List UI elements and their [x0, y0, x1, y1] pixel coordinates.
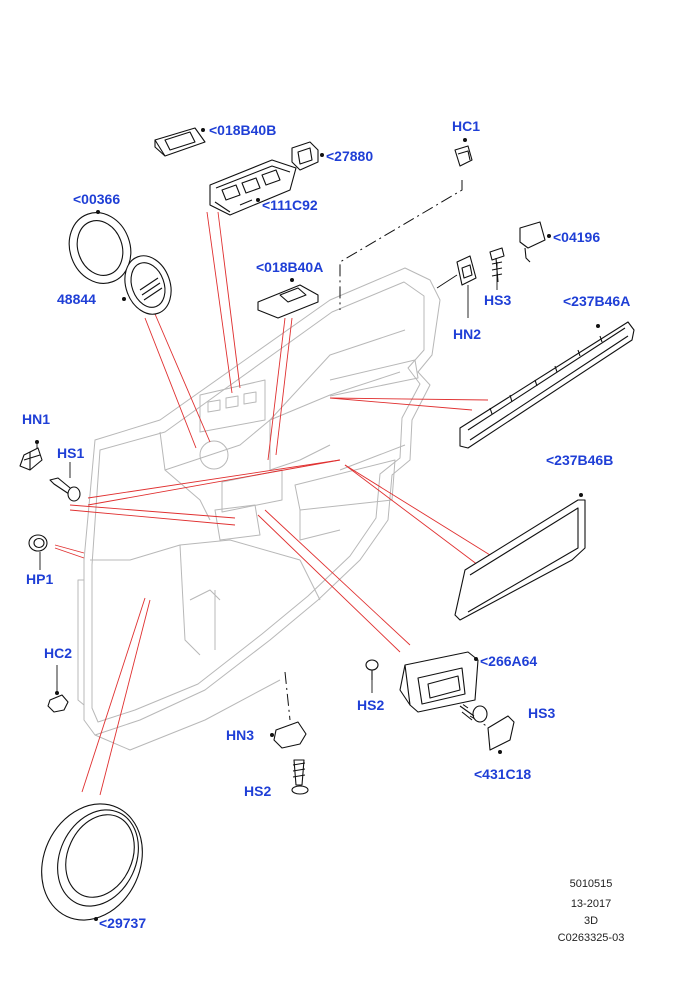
clip-27880 — [291, 141, 324, 171]
label-00366: <00366 — [73, 191, 120, 207]
label-29737: <29737 — [99, 915, 146, 931]
label-HN3: HN3 — [226, 727, 254, 743]
drawing-date: 13-2017 — [570, 898, 612, 910]
red-leader-lines — [54, 211, 491, 796]
label-27880: <27880 — [326, 148, 373, 164]
ring-29737 — [41, 803, 143, 921]
label-HS2-bottom: HS2 — [244, 783, 271, 799]
drawing-view: 3D — [583, 915, 599, 927]
handle-housing-266A64 — [399, 651, 479, 713]
clip-HC2 — [47, 691, 69, 713]
part-labels: <018B40B <27880 <111C92 <00366 48844 <01… — [22, 118, 630, 931]
label-04196: <04196 — [553, 229, 600, 245]
label-HS1: HS1 — [57, 445, 84, 461]
screw-HS3-top — [489, 247, 505, 283]
label-HC2: HC2 — [44, 645, 72, 661]
window-switch-pack-111C92 — [209, 159, 297, 216]
label-018B40A: <018B40A — [256, 259, 323, 275]
nut-HN2 — [456, 255, 477, 286]
label-431C18: <431C18 — [474, 766, 531, 782]
bracket-HN1 — [19, 440, 43, 471]
label-HP1: HP1 — [26, 571, 53, 587]
bracket-04196 — [519, 221, 551, 263]
cap-431C18 — [487, 715, 515, 754]
screw-HS2-right — [365, 659, 379, 680]
nut-HN3 — [270, 721, 307, 749]
ring-00366 — [68, 210, 132, 284]
label-HN2: HN2 — [453, 326, 481, 342]
bezel-018B40A — [257, 278, 319, 319]
label-111C92: <111C92 — [262, 197, 318, 213]
label-018B40B: <018B40B — [209, 122, 276, 138]
label-237B46A: <237B46A — [563, 293, 630, 309]
door-trim-panel — [77, 267, 441, 751]
trim-strip-237B46A — [459, 321, 635, 449]
label-266A64: <266A64 — [480, 653, 537, 669]
drawing-code: C0263325-03 — [557, 932, 625, 944]
label-237B46B: <237B46B — [546, 452, 613, 468]
label-HN1: HN1 — [22, 411, 50, 427]
bezel-018B40B — [154, 127, 206, 157]
speaker-grille-48844 — [122, 255, 172, 315]
bolt-HS1 — [49, 477, 81, 502]
trim-panel-237B46B — [454, 493, 586, 621]
label-48844: 48844 — [57, 291, 96, 307]
drawing-reference: 5010515 — [569, 878, 613, 890]
label-HS2-right: HS2 — [357, 697, 384, 713]
plug-HP1 — [28, 534, 48, 552]
label-HS3-bottom: HS3 — [528, 705, 555, 721]
screw-HS3-bottom — [459, 705, 488, 723]
label-HC1: HC1 — [452, 118, 480, 134]
screw-HS2-bottom — [291, 759, 309, 795]
clip-HC1 — [454, 138, 473, 167]
label-HS3-top: HS3 — [484, 292, 511, 308]
